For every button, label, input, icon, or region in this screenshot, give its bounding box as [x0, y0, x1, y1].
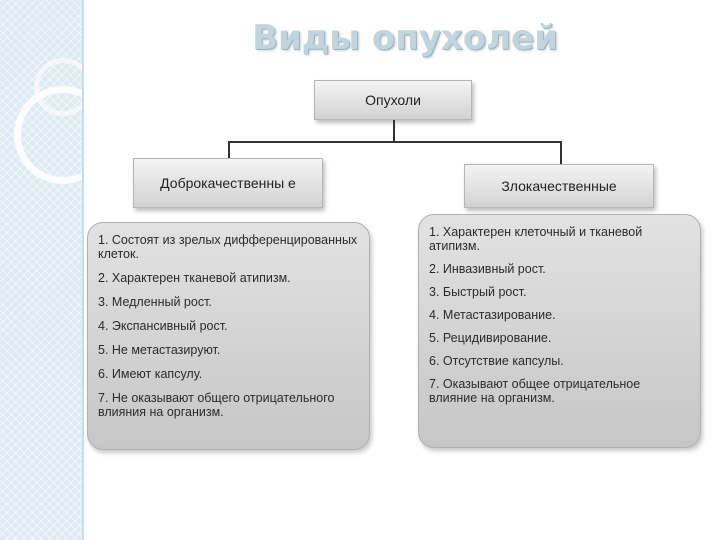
list-item: 2. Характерен тканевой атипизм.: [98, 271, 291, 285]
list-item: 4. Экспансивный рост.: [98, 319, 228, 333]
slide-title: Виды опухолей: [252, 18, 558, 58]
malignant-node: Злокачественные: [464, 164, 654, 208]
list-item: 4. Метастазирование.: [429, 308, 556, 322]
malignant-features-list: 1. Характерен клеточный и тканевой атипи…: [429, 225, 690, 405]
connector-root-down: [393, 120, 395, 142]
decorative-ring-large: [14, 86, 82, 184]
malignant-node-label: Злокачественные: [501, 178, 617, 194]
benign-node: Доброкачественны е: [133, 158, 323, 208]
malignant-features-panel: 1. Характерен клеточный и тканевой атипи…: [418, 214, 701, 448]
decorative-side-strip: [0, 0, 82, 540]
root-node: Опухоли: [314, 80, 472, 120]
connector-to-benign: [228, 141, 230, 158]
list-item: 1. Характерен клеточный и тканевой атипи…: [429, 225, 643, 253]
list-item: 2. Инвазивный рост.: [429, 262, 546, 276]
list-item: 5. Рецидивирование.: [429, 331, 552, 345]
benign-node-label: Доброкачественны е: [160, 175, 296, 191]
connector-to-malignant: [560, 141, 562, 164]
benign-features-panel: 1. Состоят из зрелых дифференцированных …: [87, 222, 370, 450]
list-item: 7. Не оказывают общего отрицательного вл…: [98, 391, 335, 419]
benign-features-list: 1. Состоят из зрелых дифференцированных …: [98, 233, 359, 419]
list-item: 7. Оказывают общее отрицательное влияние…: [429, 377, 641, 405]
list-item: 1. Состоят из зрелых дифференцированных …: [98, 233, 358, 261]
connector-horizontal: [228, 141, 562, 143]
list-item: 6. Отсутствие капсулы.: [429, 354, 564, 368]
list-item: 5. Не метастазируют.: [98, 343, 221, 357]
list-item: 6. Имеют капсулу.: [98, 367, 203, 381]
root-node-label: Опухоли: [365, 92, 421, 108]
strip-edge-divider: [82, 0, 84, 540]
list-item: 3. Быстрый рост.: [429, 285, 527, 299]
list-item: 3. Медленный рост.: [98, 295, 212, 309]
